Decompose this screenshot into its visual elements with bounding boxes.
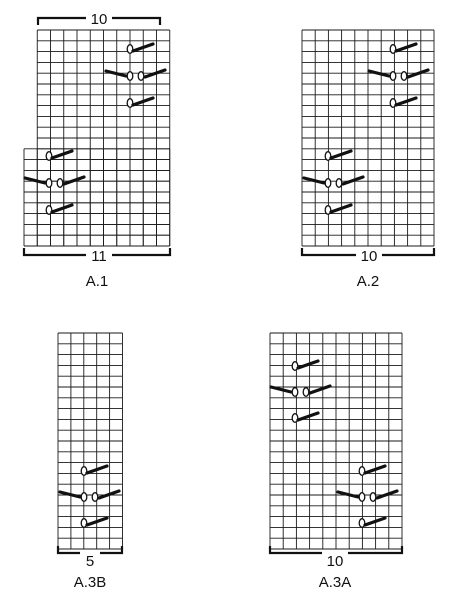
yarn-over-icon (126, 98, 134, 108)
chart-a2-bottom-count: 10 (361, 248, 378, 265)
chart-a3b-grid (57, 332, 123, 550)
decrease-right-icon (406, 68, 430, 79)
yarn-over-icon (126, 71, 134, 81)
chart-a3a-bottom-bracket (268, 546, 404, 555)
yarn-over-icon (389, 98, 397, 108)
yarn-over-icon (56, 178, 64, 188)
chart-a1-top-count: 10 (91, 11, 108, 28)
yarn-over-icon (45, 205, 53, 215)
yarn-over-icon (126, 44, 134, 54)
chart-a1-label: A.1 (86, 273, 109, 290)
chart-a1-top-bracket (36, 16, 162, 25)
decrease-left-icon (23, 176, 47, 185)
yarn-over-icon (324, 205, 332, 215)
chart-a2: 10 A.2 (300, 29, 436, 290)
decrease-right-icon (308, 384, 332, 395)
decrease-left-icon (58, 490, 82, 499)
yarn-over-icon (335, 178, 343, 188)
chart-a1-bottom-count: 11 (91, 248, 107, 265)
chart-a3a-symbols (269, 359, 399, 528)
decrease-right-icon (85, 464, 109, 475)
yarn-over-icon (358, 518, 366, 528)
yarn-over-icon (302, 387, 310, 397)
chart-a3a-bottom-count: 10 (327, 553, 344, 570)
chart-a2-symbols (302, 42, 430, 215)
decrease-right-icon (341, 175, 365, 186)
yarn-over-icon (45, 151, 53, 161)
decrease-right-icon (375, 489, 399, 500)
decrease-right-icon (363, 464, 387, 475)
yarn-over-icon (80, 492, 88, 502)
decrease-right-icon (97, 489, 121, 500)
yarn-over-icon (137, 71, 145, 81)
yarn-over-icon (291, 387, 299, 397)
decrease-right-icon (143, 68, 167, 79)
decrease-right-icon (296, 411, 320, 422)
chart-a3b-bottom-bracket (56, 546, 124, 555)
yarn-over-icon (291, 361, 299, 371)
decrease-right-icon (131, 96, 155, 107)
decrease-right-icon (394, 42, 418, 53)
decrease-right-icon (394, 96, 418, 107)
chart-a3b-symbols (58, 464, 121, 528)
yarn-over-icon (91, 492, 99, 502)
chart-a3a-grid (269, 332, 403, 550)
decrease-left-icon (104, 69, 128, 78)
decrease-left-icon (269, 385, 293, 394)
decrease-left-icon (336, 490, 360, 499)
chart-a1: 10 11 A.1 (22, 11, 172, 290)
chart-a1-grid (23, 29, 171, 247)
chart-a3b-bottom-count: 5 (86, 553, 94, 570)
decrease-right-icon (50, 203, 74, 214)
yarn-over-icon (400, 71, 408, 81)
decrease-right-icon (131, 42, 155, 53)
chart-a3a-label: A.3A (319, 574, 352, 591)
yarn-over-icon (80, 466, 88, 476)
decrease-right-icon (85, 516, 109, 527)
yarn-over-icon (389, 44, 397, 54)
chart-a3a: 10 A.3A (268, 332, 404, 591)
yarn-over-icon (324, 151, 332, 161)
yarn-over-icon (291, 413, 299, 423)
chart-a2-grid (301, 29, 435, 247)
decrease-right-icon (329, 203, 353, 214)
decrease-right-icon (296, 359, 320, 370)
chart-a2-bottom-bracket (300, 248, 436, 257)
yarn-over-icon (80, 518, 88, 528)
yarn-over-icon (45, 178, 53, 188)
chart-a1-bottom-bracket (22, 248, 172, 257)
decrease-right-icon (62, 175, 86, 186)
yarn-over-icon (369, 492, 377, 502)
yarn-over-icon (358, 492, 366, 502)
chart-a3b: 5 A.3B (56, 332, 124, 591)
decrease-right-icon (363, 516, 387, 527)
chart-a1-symbols (23, 42, 167, 215)
decrease-left-icon (367, 69, 391, 78)
decrease-left-icon (302, 176, 326, 185)
chart-a2-label: A.2 (357, 273, 380, 290)
yarn-over-icon (389, 71, 397, 81)
decrease-right-icon (50, 149, 74, 160)
yarn-over-icon (358, 466, 366, 476)
chart-a3b-label: A.3B (74, 574, 107, 591)
decrease-right-icon (329, 149, 353, 160)
yarn-over-icon (324, 178, 332, 188)
